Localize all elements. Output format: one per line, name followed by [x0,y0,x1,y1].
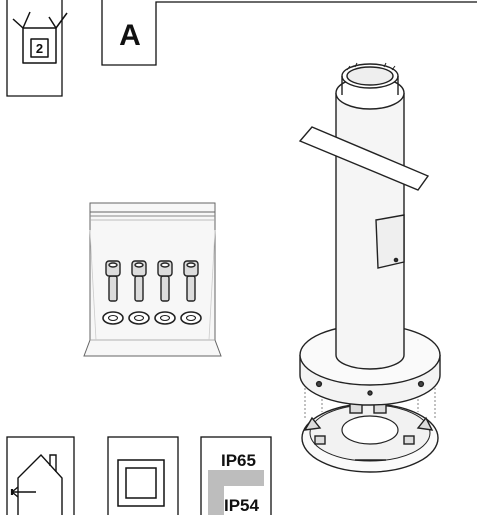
screw-icon [157,260,173,302]
cross-bar [298,126,430,191]
double-square-icon [117,459,165,507]
washer-icon [154,311,176,325]
washer-icon [180,311,202,325]
screw-icon [183,260,199,302]
tube [335,62,405,370]
washer-icon [102,311,124,325]
column-post [298,62,441,473]
section-letter: A [119,19,141,52]
washer-icon [128,311,150,325]
house-indoor-icon [10,453,63,515]
alignment-lines [304,380,436,420]
bottom-frame [6,436,272,515]
header-frame [6,0,477,97]
washer-group [102,311,202,325]
screw-icon [105,260,121,302]
ip54-label: IP54 [224,496,260,515]
base-plate [301,402,439,473]
ip65-label: IP65 [221,451,256,470]
screw-bag [83,202,222,357]
open-box-icon [12,11,68,64]
screw-icon [131,260,147,302]
box-count: 2 [36,41,43,56]
ip-rating-icon: IP65 IP54 [208,451,264,515]
screw-group [105,260,199,302]
